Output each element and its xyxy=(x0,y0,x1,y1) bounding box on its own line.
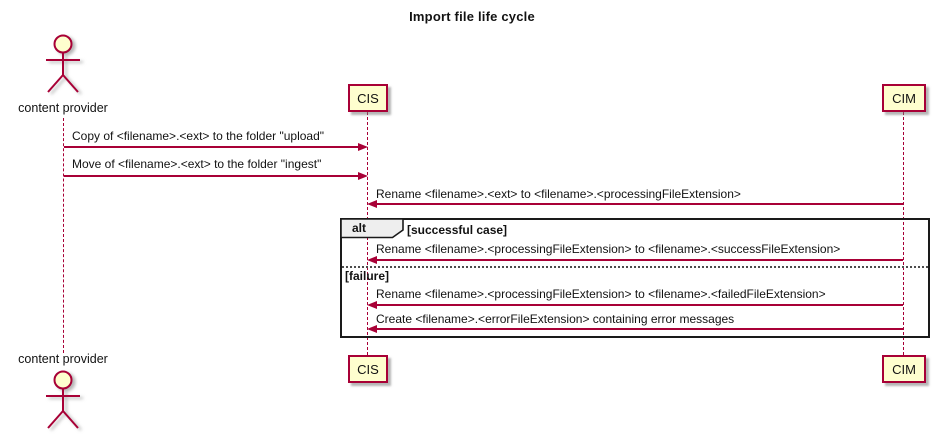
arrowhead-left-icon xyxy=(367,325,377,333)
message-arrow xyxy=(64,146,360,148)
lifeline-content-provider xyxy=(63,118,64,353)
participant-cim-bottom: CIM xyxy=(882,355,926,383)
arrowhead-right-icon xyxy=(358,172,368,180)
diagram-title: Import file life cycle xyxy=(409,9,535,24)
alt-divider xyxy=(342,266,928,268)
message-text: Create <filename>.<errorFileExtension> c… xyxy=(376,312,735,326)
arrowhead-right-icon xyxy=(358,143,368,151)
message-arrow xyxy=(64,175,360,177)
actor-icon xyxy=(46,370,80,429)
participant-cis-top: CIS xyxy=(348,84,388,112)
message-text: Rename <filename>.<processingFileExtensi… xyxy=(376,242,841,256)
alt-operator-label: alt xyxy=(352,221,367,235)
message-arrow xyxy=(376,203,903,205)
message-arrow xyxy=(376,259,903,261)
actor-label: content provider xyxy=(18,352,108,366)
arrowhead-left-icon xyxy=(367,256,377,264)
message-arrow xyxy=(376,328,903,330)
alt-guard-success: [successful case] xyxy=(407,223,508,237)
message-text: Copy of <filename>.<ext> to the folder "… xyxy=(72,129,325,143)
message-text: Rename <filename>.<processingFileExtensi… xyxy=(376,287,826,301)
arrowhead-left-icon xyxy=(367,301,377,309)
alt-fragment: alt [successful case] [failure] xyxy=(340,218,930,338)
alt-guard-failure: [failure] xyxy=(345,269,390,283)
alt-operator-pentagon xyxy=(340,218,404,239)
message-text: Rename <filename>.<ext> to <filename>.<p… xyxy=(376,187,741,201)
lifeline-cim xyxy=(903,112,904,355)
message-text: Move of <filename>.<ext> to the folder "… xyxy=(72,157,322,171)
actor-label: content provider xyxy=(18,101,108,115)
participant-cis-bottom: CIS xyxy=(348,355,388,383)
actor-icon xyxy=(46,34,80,93)
participant-cim-top: CIM xyxy=(882,84,926,112)
message-arrow xyxy=(376,304,903,306)
arrowhead-left-icon xyxy=(367,200,377,208)
